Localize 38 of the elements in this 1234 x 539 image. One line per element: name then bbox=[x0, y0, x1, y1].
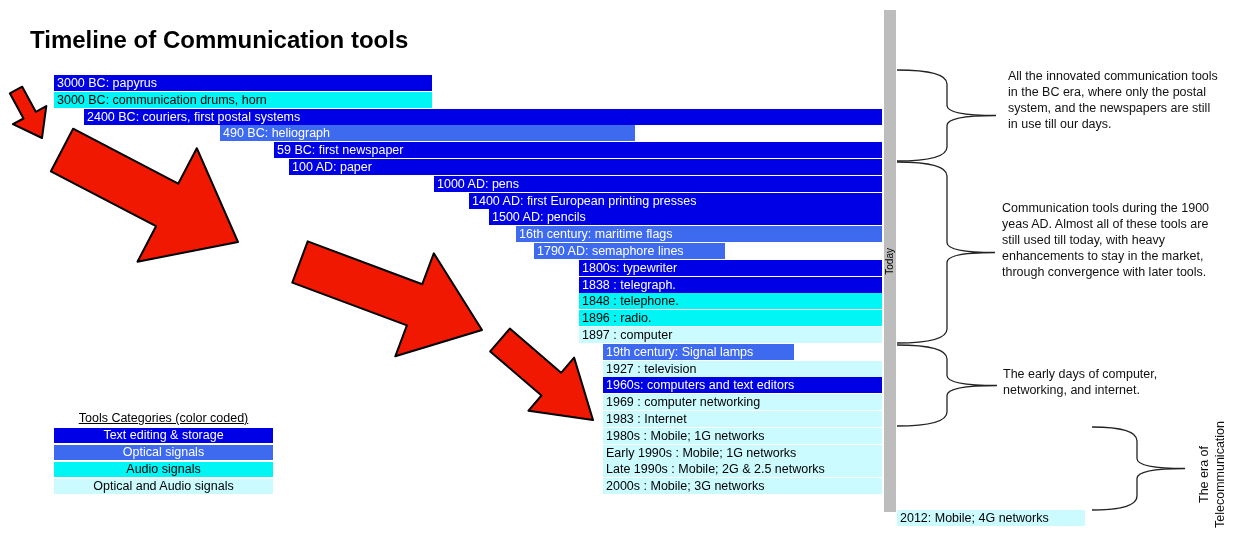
timeline-bar: 490 BC: heliograph bbox=[220, 125, 635, 142]
timeline-bar: 1896 : radio. bbox=[579, 310, 882, 327]
timeline-bar: 100 AD: paper bbox=[289, 159, 882, 175]
timeline-bar: 1000 AD: pens bbox=[434, 175, 882, 192]
bracket-note: The early days of computer, networking, and internet. bbox=[1003, 366, 1159, 398]
timeline-bar: 19th century: Signal lamps bbox=[603, 343, 794, 360]
timeline-bar: 2012: Mobile; 4G networks bbox=[897, 510, 1085, 527]
bracket-note: All the innovated communication tools in the BC era, where only the postal system, and the newspapers are still in use till our days. bbox=[1008, 68, 1219, 132]
timeline-bar: 2000s : Mobile; 3G networks bbox=[603, 478, 882, 495]
legend-swatch: Optical and Audio signals bbox=[54, 479, 273, 494]
legend-swatch: Audio signals bbox=[54, 462, 273, 477]
timeline-bar: 1969 : computer networking bbox=[603, 394, 882, 411]
bracket-note: Communication tools during the 1900 yeas AD. Almost all of these tools are still used till today, with heavy enhancements to stay in the market, through convergence with later tools. bbox=[1002, 200, 1211, 280]
timeline-bar: 1848 : telephone. bbox=[579, 293, 882, 310]
timeline-bar: Late 1990s : Mobile; 2G & 2.5 networks bbox=[603, 461, 882, 478]
timeline-bar: 1897 : computer bbox=[579, 327, 882, 343]
timeline-bar: Early 1990s : Mobile; 1G networks bbox=[603, 444, 882, 461]
today-marker-bar bbox=[884, 10, 896, 512]
timeline-bar: 59 BC: first newspaper bbox=[274, 142, 882, 159]
bracket-note: The era of Telecommunication bbox=[1196, 420, 1228, 531]
timeline-bar: 16th century: maritime flags bbox=[516, 226, 882, 243]
timeline-bar: 1980s : Mobile; 1G networks bbox=[603, 427, 882, 444]
legend-heading: Tools Categories (color coded) bbox=[77, 411, 250, 425]
timeline-bar: 3000 BC: communication drums, horn bbox=[54, 91, 432, 108]
timeline-bar: 1927 : television bbox=[603, 360, 882, 377]
timeline-bar: 1500 AD: pencils bbox=[489, 209, 882, 226]
timeline-bar: 2400 BC: couriers, first postal systems bbox=[84, 108, 882, 125]
timeline-bar: 1960s: computers and text editors bbox=[603, 377, 882, 394]
timeline-bar: 3000 BC: papyrus bbox=[54, 75, 432, 91]
today-label: Today bbox=[884, 248, 896, 275]
timeline-bar: 1800s: typewriter bbox=[579, 259, 882, 276]
legend-swatch: Text editing & storage bbox=[54, 428, 273, 443]
timeline-bar: 1838 : telegraph. bbox=[579, 276, 882, 293]
title: Timeline of Communication tools bbox=[30, 26, 409, 54]
legend-swatch: Optical signals bbox=[54, 445, 273, 460]
timeline-bar: 1790 AD: semaphore lines bbox=[534, 243, 725, 259]
timeline-bar: 1983 : Internet bbox=[603, 411, 882, 427]
timeline-bar: 1400 AD: first European printing presses bbox=[469, 192, 882, 209]
